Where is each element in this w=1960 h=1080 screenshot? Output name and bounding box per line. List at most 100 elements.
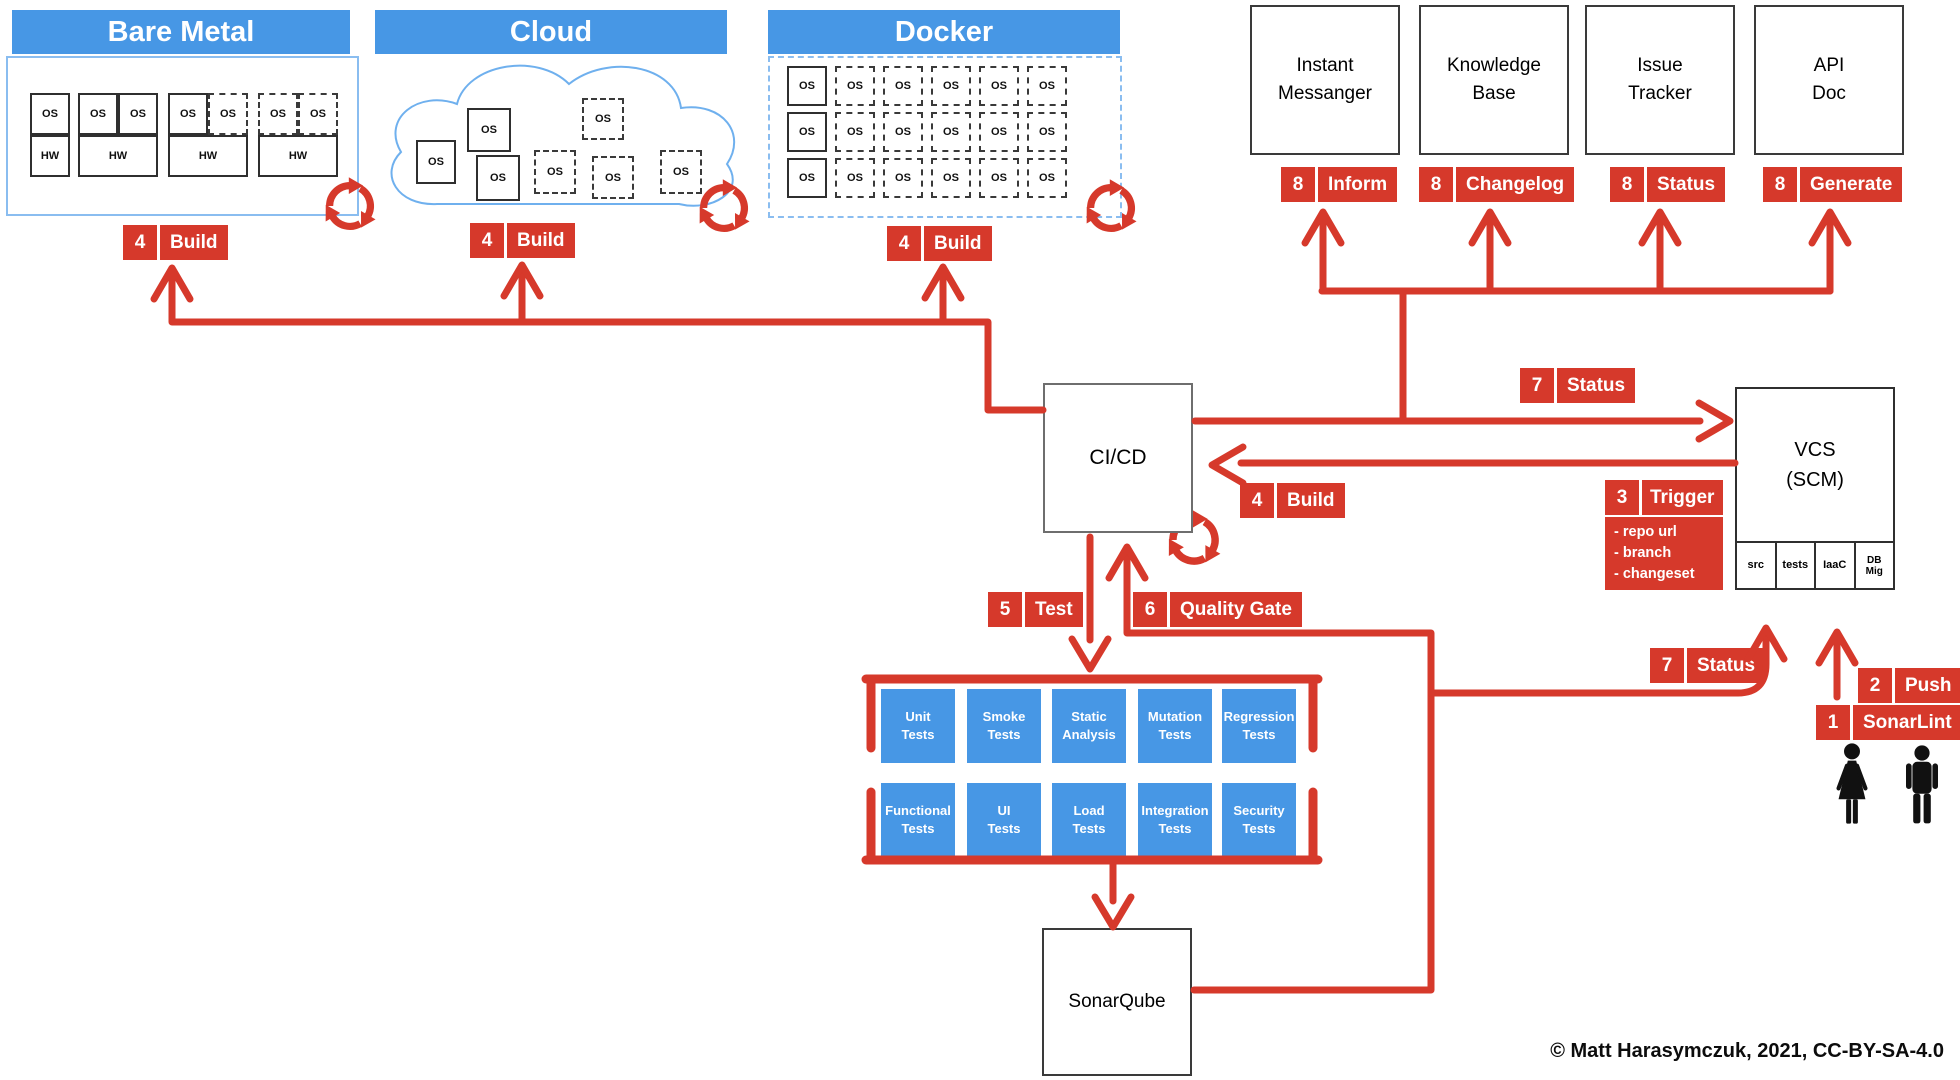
os-box: OS <box>787 112 827 152</box>
step-label-status-tracker: 8 Status <box>1610 167 1726 202</box>
arrowhead-push <box>1815 628 1859 667</box>
step-text: Push <box>1905 674 1952 696</box>
service-box-instant-messenger: Instant Messanger <box>1250 5 1400 155</box>
step-number: 4 <box>470 223 507 258</box>
step-text: Status <box>1657 173 1716 195</box>
service-box-knowledge-base: Knowledge Base <box>1419 5 1569 155</box>
cloud-shape <box>390 64 736 207</box>
step-label-status-top: 7 Status <box>1520 368 1636 403</box>
test-box-static: Static Analysis <box>1052 689 1126 763</box>
arrowhead-generate <box>1808 208 1852 247</box>
os-box: OS <box>835 158 875 198</box>
step-number: 8 <box>1610 167 1647 202</box>
step-label-build-cloud: 4 Build <box>470 223 575 258</box>
step-number: 5 <box>988 592 1025 627</box>
step-label-build-bare-metal: 4 Build <box>123 225 228 260</box>
arrowhead-changelog <box>1468 208 1512 247</box>
step-text: Trigger <box>1650 486 1715 508</box>
os-box: OS <box>931 158 971 198</box>
os-box: OS <box>467 108 511 152</box>
step-label-quality-gate: 6 Quality Gate <box>1133 592 1302 627</box>
arrowhead-build-docker <box>921 263 965 302</box>
woman-icon <box>1836 743 1868 824</box>
os-box: OS <box>258 93 298 135</box>
os-box: OS <box>298 93 338 135</box>
step-label-inform: 8 Inform <box>1281 167 1398 202</box>
step-label-status-bottom: 7 Status <box>1650 648 1766 683</box>
recycle-icon <box>699 179 750 232</box>
os-box: OS <box>931 112 971 152</box>
node-cicd: CI/CD <box>1043 383 1193 533</box>
step-number: 7 <box>1650 648 1687 683</box>
copyright-text: © Matt Harasymczuk, 2021, CC-BY-SA-4.0 <box>1550 1040 1944 1062</box>
section-header-cloud: Cloud <box>375 10 727 54</box>
hw-box: HW <box>168 135 248 177</box>
arrowhead-build-return <box>1208 443 1247 487</box>
step-label-build-cicd: 4 Build <box>1240 483 1345 518</box>
step-label-test: 5 Test <box>988 592 1083 627</box>
os-box: OS <box>118 93 158 135</box>
os-box: OS <box>534 150 576 194</box>
arrowhead-build-cloud <box>500 261 544 300</box>
section-header-bare-metal: Bare Metal <box>12 10 350 54</box>
step-label-sonarlint: 1 SonarLint <box>1816 705 1960 740</box>
arrowhead-status-tracker <box>1638 208 1682 247</box>
step-number: 8 <box>1281 167 1318 202</box>
step-label-generate: 8 Generate <box>1763 167 1903 202</box>
vcs-compartment-iaac: IaaC <box>1814 543 1854 588</box>
os-box: OS <box>835 66 875 106</box>
step-text: Build <box>934 232 982 254</box>
arrow-build-distribution <box>168 268 1047 414</box>
os-box: OS <box>168 93 208 135</box>
os-box: OS <box>30 93 70 135</box>
os-box: OS <box>1027 158 1067 198</box>
os-box: OS <box>787 158 827 198</box>
step-text: Changelog <box>1466 173 1565 195</box>
hw-box: HW <box>30 135 70 177</box>
vcs-compartment-tests: tests <box>1774 543 1815 588</box>
node-vcs: VCS (SCM) src tests IaaC DB Mig <box>1735 387 1895 590</box>
step-text: Build <box>517 229 565 251</box>
arrowhead-quality-gate <box>1105 543 1149 582</box>
os-box: OS <box>208 93 248 135</box>
step-number: 8 <box>1419 167 1456 202</box>
step-text: Generate <box>1810 173 1893 195</box>
vcs-label: VCS (SCM) <box>1786 439 1844 491</box>
step-text: Test <box>1035 598 1073 620</box>
os-box: OS <box>883 158 923 198</box>
step-text: Status <box>1567 374 1626 396</box>
step-number: 4 <box>1240 483 1277 518</box>
step-number: 4 <box>887 226 924 261</box>
test-box-unit: Unit Tests <box>881 689 955 763</box>
os-box: OS <box>660 150 702 194</box>
step-number: 1 <box>1816 705 1853 740</box>
vcs-compartment-db-mig: DB Mig <box>1853 543 1894 588</box>
hw-box: HW <box>78 135 158 177</box>
test-box-smoke: Smoke Tests <box>967 689 1041 763</box>
test-box-load: Load Tests <box>1052 783 1126 857</box>
os-box: OS <box>78 93 118 135</box>
step-number: 8 <box>1763 167 1800 202</box>
step-number: 2 <box>1858 668 1895 703</box>
os-box: OS <box>592 156 634 199</box>
man-icon <box>1906 745 1938 824</box>
step-number: 4 <box>123 225 160 260</box>
step-number: 3 <box>1605 480 1642 515</box>
arrowhead-build-bare-metal <box>150 264 194 303</box>
vcs-compartment-src: src <box>1747 559 1765 572</box>
os-box: OS <box>883 66 923 106</box>
trigger-details: - repo url - branch - changeset <box>1605 517 1723 591</box>
os-box: OS <box>835 112 875 152</box>
hw-box: HW <box>258 135 338 177</box>
arrowhead-status-top <box>1695 399 1734 443</box>
step-text: Status <box>1697 654 1756 676</box>
os-box: OS <box>1027 66 1067 106</box>
service-box-api-doc: API Doc <box>1754 5 1904 155</box>
os-box: OS <box>787 66 827 106</box>
step-text: Build <box>170 231 218 253</box>
step-number: 7 <box>1520 368 1557 403</box>
step-text: Inform <box>1328 173 1388 195</box>
os-box: OS <box>979 158 1019 198</box>
arrowhead-test-down <box>1068 635 1112 673</box>
os-box: OS <box>979 112 1019 152</box>
